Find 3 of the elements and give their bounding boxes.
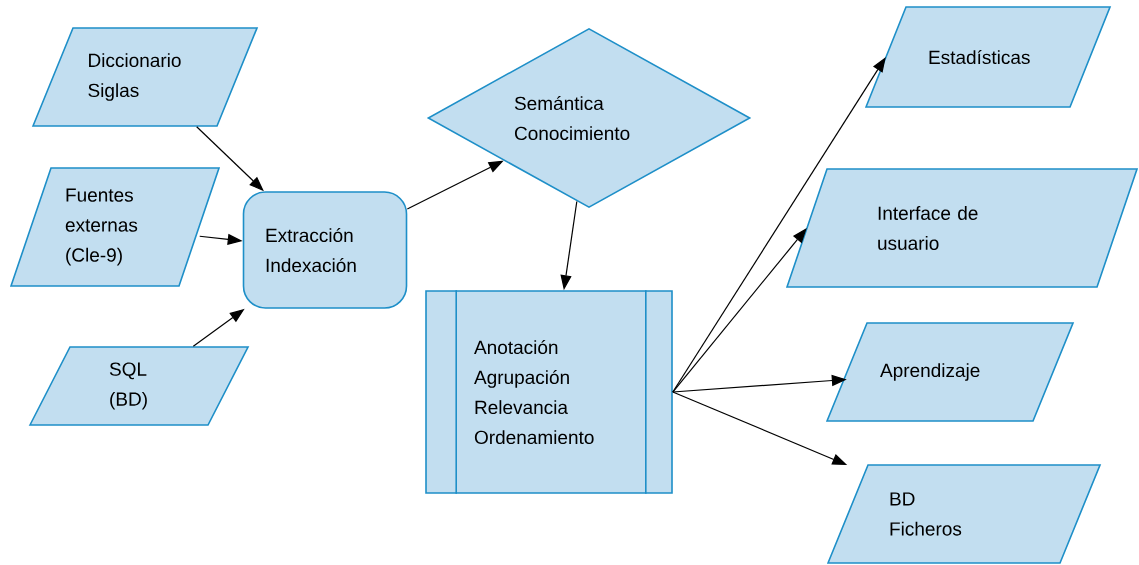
subprocess-box: Anotación Agrupación Relevancia Ordenamiento [425, 289, 673, 495]
process-box: Extracción Indexación [242, 191, 408, 309]
arrow [672, 228, 807, 393]
